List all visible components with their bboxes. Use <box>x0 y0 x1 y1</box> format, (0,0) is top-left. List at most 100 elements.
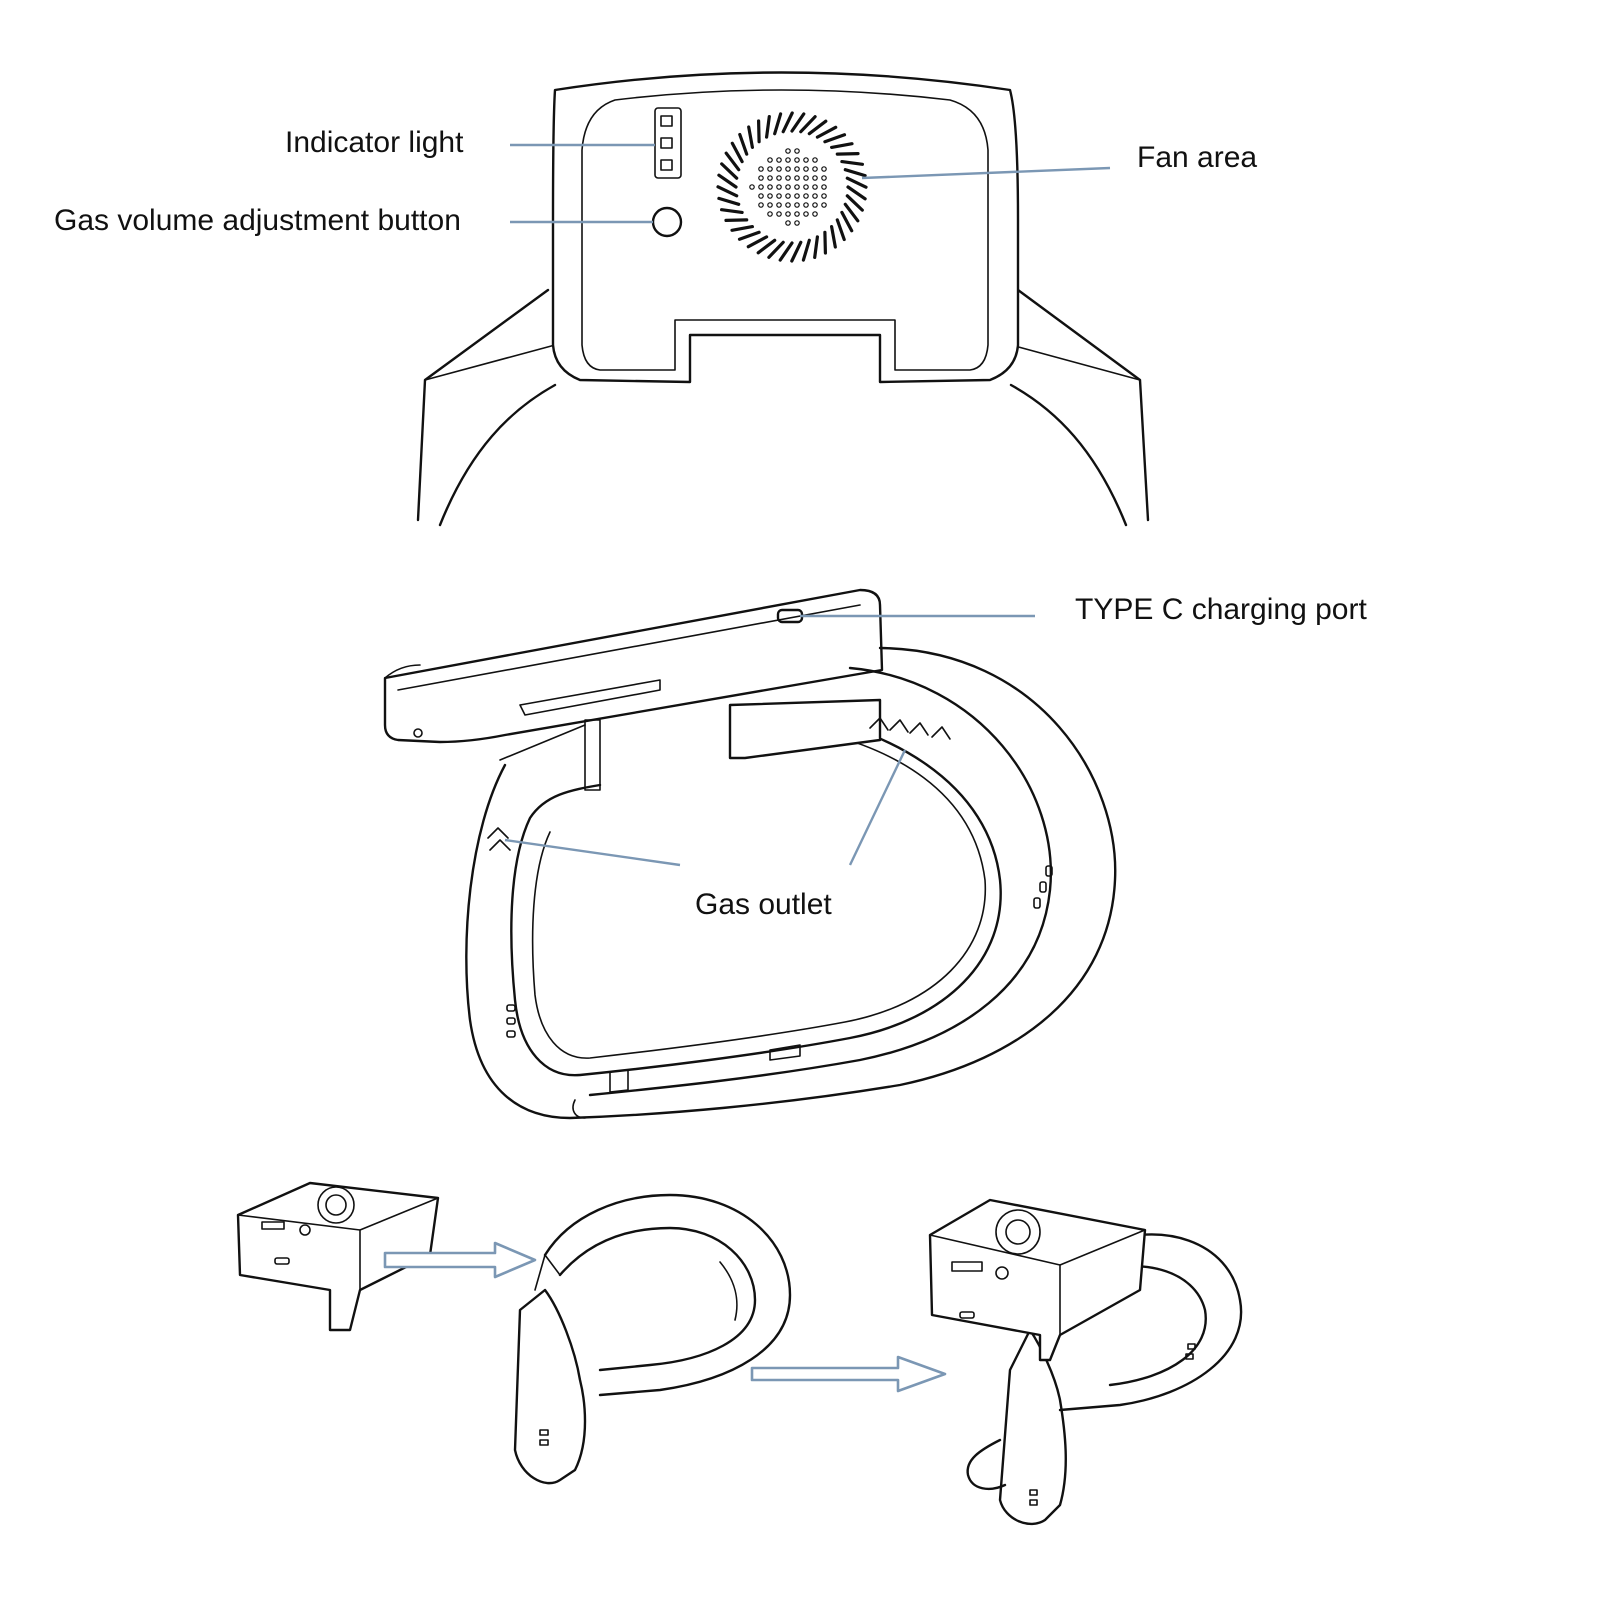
fan-slot <box>730 141 744 164</box>
fan-perforation <box>794 202 800 208</box>
fan-slot <box>846 185 867 201</box>
device-open-view <box>383 588 1117 1120</box>
fan-perforation <box>776 193 782 199</box>
fan-perforation <box>794 148 800 154</box>
fan-perforation <box>767 175 773 181</box>
fan-perforation <box>758 184 764 190</box>
fan-slot <box>813 235 820 259</box>
fan-perforation <box>794 157 800 163</box>
fan-slot <box>823 133 847 144</box>
fan-perforation <box>812 166 818 172</box>
fan-perforation <box>821 166 827 172</box>
fan-perforation <box>758 202 764 208</box>
fan-perforation <box>767 157 773 163</box>
label-fan-area: Fan area <box>1137 141 1258 174</box>
fan-slot <box>815 125 838 139</box>
fan-slot <box>778 241 794 262</box>
fan-slot <box>716 185 739 198</box>
step-1-module <box>236 1181 440 1332</box>
fan-perforation <box>776 175 782 181</box>
fan-perforation <box>785 157 791 163</box>
step-2-band <box>513 1193 792 1485</box>
fan-slot <box>717 173 738 189</box>
fan-perforation <box>803 202 809 208</box>
fan-perforation <box>821 193 827 199</box>
leader-gas-outlet-left <box>504 838 681 867</box>
fan-perforation <box>767 184 773 190</box>
fan-perforation <box>776 184 782 190</box>
fan-perforation <box>758 175 764 181</box>
label-gas-outlet: Gas outlet <box>695 888 832 921</box>
fan-perforation <box>758 193 764 199</box>
fan-slot <box>724 151 741 172</box>
fan-perforation <box>776 202 782 208</box>
fan-perforation <box>803 166 809 172</box>
fan-grille-icon <box>716 111 868 263</box>
fan-slot <box>790 240 803 263</box>
fan-perforation <box>749 184 755 190</box>
fan-perforation <box>794 184 800 190</box>
fan-slot <box>730 225 755 232</box>
fan-slot <box>717 196 741 206</box>
fan-slot <box>843 168 867 178</box>
fan-perforation <box>803 211 809 217</box>
fan-slot <box>829 225 837 249</box>
indicator-led-icon <box>660 137 673 149</box>
fan-perforation <box>785 175 791 181</box>
fan-slot <box>724 218 749 222</box>
fan-slot <box>843 202 860 223</box>
fan-slot <box>767 240 785 259</box>
fan-slot <box>781 111 794 134</box>
assembly-steps <box>236 1181 1243 1526</box>
fan-perforation <box>794 211 800 217</box>
fan-perforation <box>767 202 773 208</box>
fan-perforation <box>776 166 782 172</box>
fan-slot <box>823 230 828 255</box>
fan-perforation <box>821 175 827 181</box>
right-arrow-icon <box>750 1355 947 1393</box>
fan-slot <box>845 194 864 212</box>
device-front-view <box>416 71 1150 527</box>
fan-slot <box>829 142 854 149</box>
fan-slot <box>845 176 868 189</box>
fan-perforation <box>821 202 827 208</box>
fan-slot <box>746 235 769 249</box>
fan-slot <box>720 162 739 180</box>
fan-slot <box>738 132 749 156</box>
fan-perforation <box>794 220 800 226</box>
fan-perforation <box>812 202 818 208</box>
fan-slot <box>764 114 771 139</box>
fan-slot <box>756 238 777 255</box>
fan-perforation <box>785 202 791 208</box>
label-type-c-port: TYPE C charging port <box>1075 593 1367 626</box>
step-3-assembled <box>928 1198 1243 1526</box>
fan-perforation <box>767 166 773 172</box>
fan-perforation <box>785 166 791 172</box>
right-arrow-icon <box>383 1241 537 1279</box>
fan-perforation <box>794 166 800 172</box>
fan-perforation <box>785 184 791 190</box>
fan-perforation <box>785 220 791 226</box>
leader-fan-area <box>861 166 1111 180</box>
fan-perforation <box>803 193 809 199</box>
fan-slot <box>790 112 806 133</box>
leader-gas-outlet-right <box>848 749 907 866</box>
label-gas-volume-button: Gas volume adjustment button <box>54 204 461 237</box>
fan-slot <box>737 230 761 241</box>
leader-lines <box>504 143 1111 867</box>
fan-perforation <box>812 211 818 217</box>
fan-slot <box>840 210 854 233</box>
fan-slot <box>835 152 860 156</box>
fan-slot <box>756 119 761 144</box>
fan-perforation <box>767 211 773 217</box>
fan-slot <box>719 208 744 214</box>
label-indicator-light: Indicator light <box>285 126 464 159</box>
fan-perforation <box>785 193 791 199</box>
fan-perforation <box>812 157 818 163</box>
fan-slot <box>801 238 811 262</box>
fan-slot <box>840 160 865 166</box>
fan-perforation <box>812 193 818 199</box>
fan-perforation <box>758 166 764 172</box>
fan-perforation <box>803 157 809 163</box>
